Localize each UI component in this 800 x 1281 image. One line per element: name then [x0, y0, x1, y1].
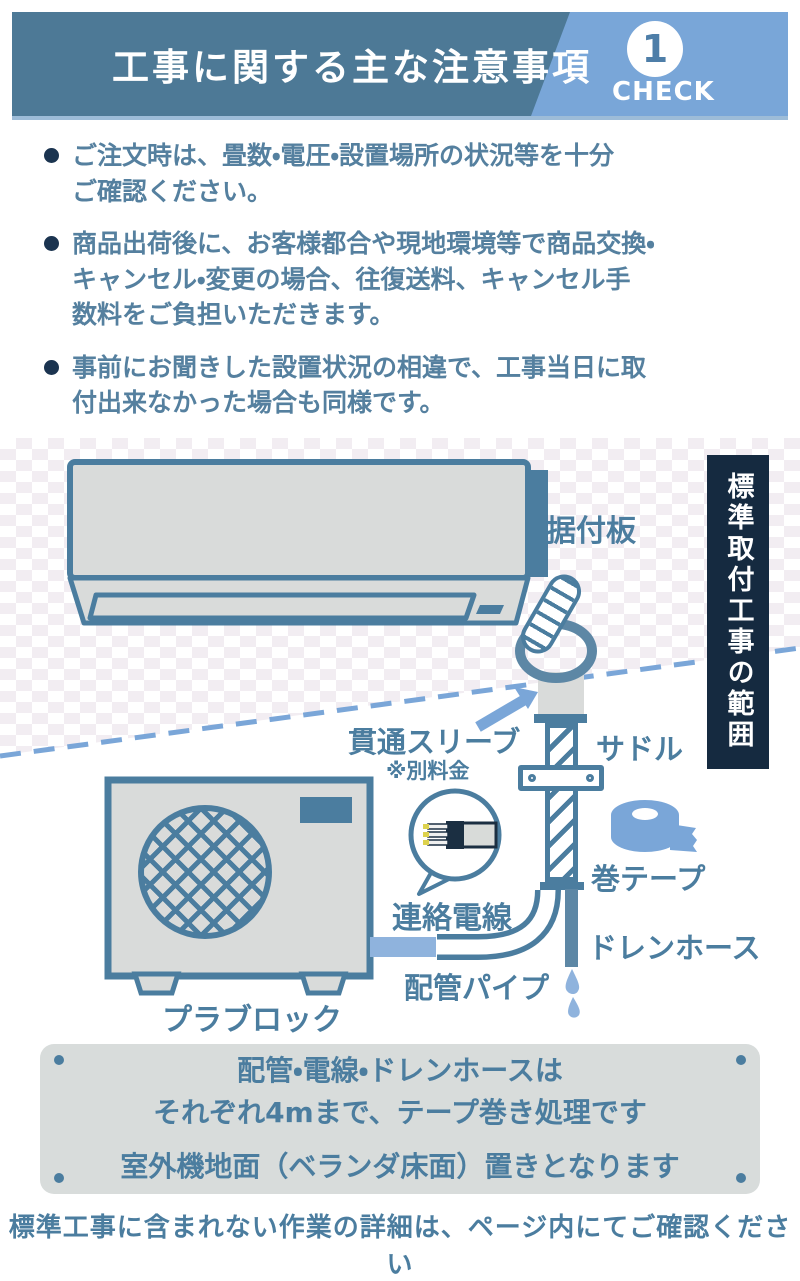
- wire-jacket: [446, 820, 464, 849]
- summary-line-1: 配管・電線・ドレンホースは: [237, 1053, 563, 1087]
- label-connecting-wire: 連絡電線: [392, 900, 512, 936]
- wire-tip: [423, 839, 429, 845]
- indoor-unit-indicator: [476, 604, 504, 614]
- screw-hole-icon: [586, 773, 594, 782]
- drain-hose-line: [565, 888, 578, 967]
- header-banner: 工事に関する主な注意事項 1 CHECK: [12, 12, 788, 120]
- wire-tip: [423, 831, 429, 837]
- wire-sheath: [460, 821, 498, 848]
- wire-core: [427, 830, 449, 838]
- outdoor-unit-foot: [131, 971, 182, 995]
- note-item: 商品出荷後に、お客様都合や現地環境等で商品交換・ キャンセル・変更の場合、往復送…: [44, 226, 772, 333]
- note-item: 事前にお聞きした設置状況の相違で、工事当日に取 付出来なかった場合も同様です。: [44, 350, 772, 421]
- arrow-icon: [475, 694, 527, 732]
- insulated-pipe: [545, 722, 578, 882]
- bullet-dot-icon: [44, 359, 59, 375]
- summary-line-2: それぞれ4mまで、テープ巻き処理です: [153, 1095, 647, 1129]
- wire-core: [427, 838, 449, 846]
- label-sleeve-note: ※別料金: [386, 758, 470, 783]
- pipe-top-cap: [534, 713, 587, 723]
- footer-caption: 標準工事に含まれない作業の詳細は、ページ内にてご確認ください: [8, 1212, 792, 1280]
- pipe-bottom-cap: [540, 881, 584, 890]
- summary-line-3: 室外機地面（ベランダ床面）置きとなります: [120, 1149, 680, 1183]
- tape-tail-icon: [670, 823, 697, 852]
- arrow-head-icon: [514, 686, 538, 709]
- wire-tip: [423, 823, 429, 829]
- note-item: ご注文時は、畳数・電圧・設置場所の状況等を十分 ご確認ください。: [44, 138, 772, 209]
- corner-dot-icon: [54, 1172, 64, 1183]
- tape-roll-hole: [632, 807, 658, 820]
- water-drop-icon: [565, 968, 580, 994]
- check-badge: 1 CHECK: [612, 21, 715, 107]
- bullet-dot-icon: [44, 236, 59, 251]
- corner-dot-icon: [54, 1054, 64, 1065]
- label-drain-hose: ドレンホース: [588, 930, 761, 965]
- label-block: プラブロック: [162, 1002, 342, 1038]
- scope-banner: 標準取付工事の範囲: [707, 454, 769, 769]
- corner-dot-icon: [736, 1172, 746, 1183]
- indoor-unit-body: [67, 458, 531, 581]
- summary-box: 配管・電線・ドレンホースは それぞれ4mまで、テープ巻き処理です 室外機地面（ベ…: [40, 1043, 760, 1194]
- mounting-plate-bar: [528, 469, 548, 577]
- installation-diagram: 標準取付工事の範囲 据付板 貫通スリーブ ※別料金 サドル 連絡電線 巻テープ …: [0, 437, 800, 1040]
- check-badge-label: CHECK: [612, 77, 715, 107]
- outdoor-unit-foot: [298, 971, 349, 995]
- wire-core: [427, 822, 449, 830]
- label-mounting-plate: 据付板: [546, 513, 636, 549]
- screw-hole-icon: [528, 773, 536, 782]
- note-text: 商品出荷後に、お客様都合や現地環境等で商品交換・ キャンセル・変更の場合、往復送…: [72, 229, 655, 329]
- label-sleeve: 貫通スリーブ: [348, 724, 521, 759]
- label-pipe: 配管パイプ: [404, 970, 550, 1005]
- connector-bar: [370, 936, 436, 957]
- corner-dot-icon: [736, 1054, 746, 1065]
- check-badge-number: 1: [627, 21, 683, 77]
- water-drop-icon: [568, 996, 580, 1018]
- saddle-clamp: [518, 764, 604, 791]
- label-saddle: サドル: [596, 731, 684, 766]
- note-text: ご注文時は、畳数・電圧・設置場所の状況等を十分 ご確認ください。: [72, 141, 615, 206]
- note-text: 事前にお聞きした設置状況の相違で、工事当日に取 付出来なかった場合も同様です。: [72, 352, 647, 418]
- bullet-dot-icon: [44, 148, 59, 163]
- refrigerant-pipe-inner: [437, 889, 556, 954]
- fan-grille-icon: [138, 804, 272, 939]
- page-title: 工事に関する主な注意事項: [112, 46, 592, 89]
- notes-section: ご注文時は、畳数・電圧・設置場所の状況等を十分 ご確認ください。 商品出荷後に、…: [0, 120, 800, 421]
- indoor-unit-vent: [87, 592, 477, 620]
- outdoor-unit-panel: [300, 796, 352, 823]
- label-tape: 巻テープ: [591, 861, 706, 896]
